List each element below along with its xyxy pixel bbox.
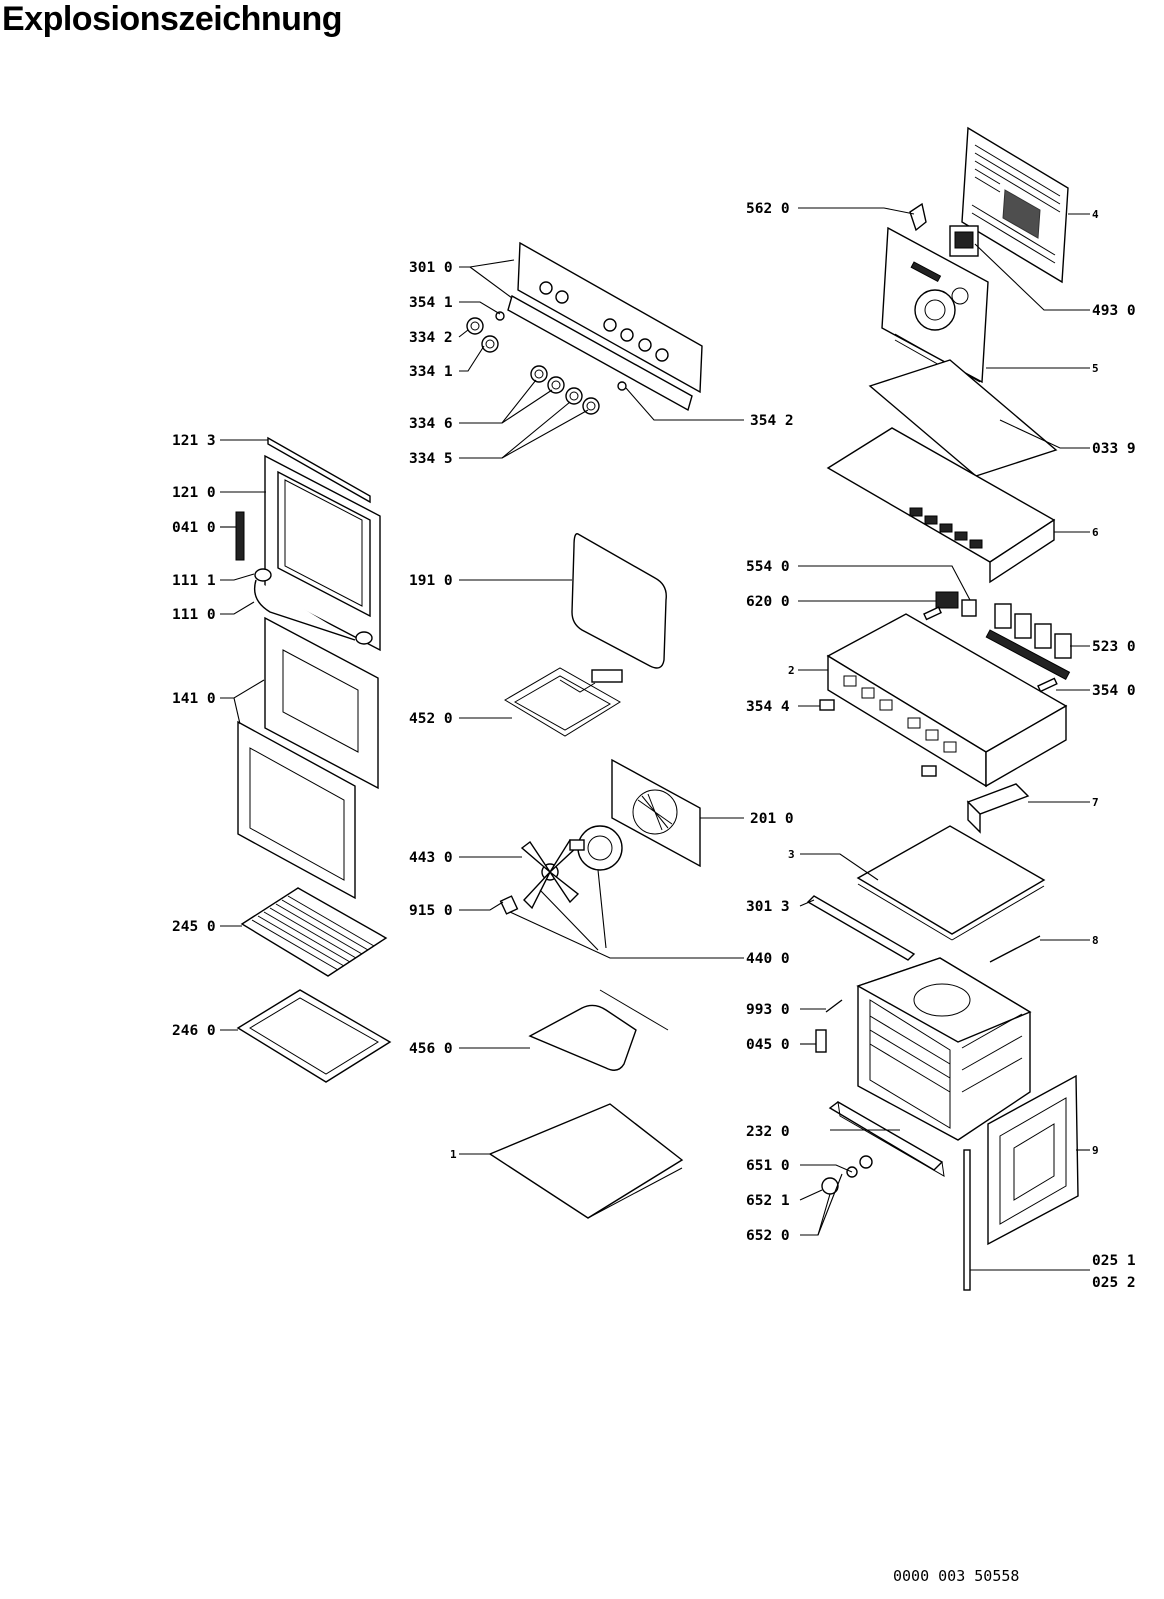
- label-651-0: 651 0: [746, 1158, 790, 1174]
- label-6: 6: [1092, 526, 1099, 539]
- hinge-045: [815, 1029, 827, 1053]
- door-seal-strip: [267, 436, 371, 504]
- label-3: 3: [788, 848, 795, 861]
- label-456-0: 456 0: [409, 1041, 453, 1057]
- label-493-0: 493 0: [1092, 303, 1136, 319]
- label-301-0: 301 0: [409, 260, 453, 276]
- document-number: 0000 003 50558: [893, 1567, 1020, 1585]
- top-cover: [826, 427, 1056, 584]
- door-handle: [253, 568, 373, 645]
- bottom-heating-element: [528, 989, 669, 1071]
- screw-993: [825, 999, 843, 1013]
- fan-housing: [611, 758, 701, 868]
- switch-block: [985, 603, 1072, 680]
- label-1: 1: [450, 1148, 457, 1161]
- bottom-plate: [488, 1103, 684, 1219]
- label-033-9: 033 9: [1092, 441, 1136, 457]
- outer-door-glass: [237, 616, 379, 900]
- label-201-0: 201 0: [750, 811, 794, 827]
- label-554-0: 554 0: [746, 559, 790, 575]
- label-111-1: 111 1: [172, 573, 216, 589]
- label-191-0: 191 0: [409, 573, 453, 589]
- part-labels: 562 0 4 493 0 5 033 9 6 301 0 354 1 334 …: [172, 201, 1136, 1291]
- label-121-3: 121 3: [172, 433, 216, 449]
- motor-part: [949, 225, 979, 257]
- label-334-1: 334 1: [409, 364, 453, 380]
- fan-nut: [499, 895, 519, 915]
- baking-tray: [236, 989, 392, 1083]
- label-301-3: 301 3: [746, 899, 790, 915]
- label-121-0: 121 0: [172, 485, 216, 501]
- page-title: Explosionszeichnung: [2, 0, 342, 38]
- rod-8: [989, 935, 1041, 963]
- label-562-0: 562 0: [746, 201, 790, 217]
- label-4: 4: [1092, 208, 1099, 221]
- back-panel: [961, 126, 1069, 284]
- control-panel: [507, 241, 703, 412]
- control-knobs: [466, 311, 627, 415]
- bracket-7: [966, 783, 1030, 834]
- label-652-0: 652 0: [746, 1228, 790, 1244]
- insulation-mat: [868, 359, 1058, 477]
- front-strip-232: [828, 1101, 945, 1177]
- inner-door-frame: [264, 454, 381, 652]
- screws: [819, 606, 1058, 777]
- label-5: 5: [1092, 362, 1099, 375]
- wire-shelf: [240, 887, 388, 977]
- label-334-2: 334 2: [409, 330, 453, 346]
- label-440-0: 440 0: [746, 951, 790, 967]
- oven-cavity: [856, 957, 1032, 1141]
- label-025-2: 025 2: [1092, 1275, 1136, 1291]
- label-443-0: 443 0: [409, 850, 453, 866]
- rail-301-3: [806, 895, 916, 961]
- label-354-1: 354 1: [409, 295, 453, 311]
- label-111-0: 111 0: [172, 607, 216, 623]
- label-025-1: 025 1: [1092, 1253, 1136, 1269]
- control-housing: [826, 613, 1068, 788]
- label-045-0: 045 0: [746, 1037, 790, 1053]
- leader-lines: [220, 207, 1090, 1271]
- side-rail-025: [963, 1149, 971, 1291]
- circular-heating-element: [569, 825, 623, 871]
- label-354-2: 354 2: [750, 413, 794, 429]
- label-652-1: 652 1: [746, 1193, 790, 1209]
- label-141-0: 141 0: [172, 691, 216, 707]
- label-7: 7: [1092, 796, 1099, 809]
- label-993-0: 993 0: [746, 1002, 790, 1018]
- label-245-0: 245 0: [172, 919, 216, 935]
- shelf-support-3: [856, 825, 1046, 941]
- label-2: 2: [788, 664, 795, 677]
- grill-heating-element: [504, 667, 623, 737]
- label-620-0: 620 0: [746, 594, 790, 610]
- thermostat: [935, 591, 977, 617]
- label-9: 9: [1092, 1144, 1099, 1157]
- lamp-parts: [821, 1155, 873, 1195]
- label-334-5: 334 5: [409, 451, 453, 467]
- label-246-0: 246 0: [172, 1023, 216, 1039]
- label-8: 8: [1092, 934, 1099, 947]
- label-523-0: 523 0: [1092, 639, 1136, 655]
- label-232-0: 232 0: [746, 1124, 790, 1140]
- fan-cover-plate: [881, 226, 989, 389]
- clip-part: [909, 202, 927, 232]
- label-354-0: 354 0: [1092, 683, 1136, 699]
- label-915-0: 915 0: [409, 903, 453, 919]
- label-354-4: 354 4: [746, 699, 790, 715]
- label-452-0: 452 0: [409, 711, 453, 727]
- side-panel-9: [987, 1074, 1079, 1246]
- door-hinge: [235, 511, 245, 561]
- label-041-0: 041 0: [172, 520, 216, 536]
- label-334-6: 334 6: [409, 416, 453, 432]
- oven-door-seal: [571, 533, 667, 669]
